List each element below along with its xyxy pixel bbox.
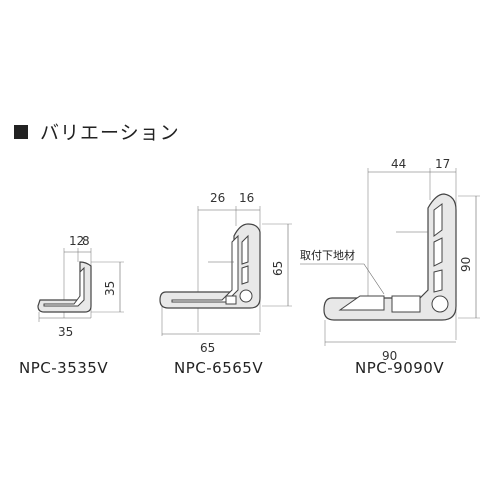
model-label: NPC-6565V	[174, 359, 263, 377]
profile-npc-9090v: 44 17 90 90 取付下地材 NPC-9090V	[300, 157, 480, 377]
dim-outer-top: 17	[435, 157, 450, 171]
model-label: NPC-3535V	[19, 359, 108, 377]
model-label: NPC-9090V	[355, 359, 444, 377]
dim-outer-top: 8	[82, 234, 90, 248]
profile-npc-6565v: 26 16 65 65 NPC-6565V	[159, 191, 292, 377]
dim-width: 90	[382, 349, 397, 363]
dim-height: 90	[459, 257, 473, 272]
profile-npc-3535v: 12 8 35 35 NPC-3535V	[19, 234, 124, 377]
dim-inner-top: 12	[69, 234, 84, 248]
heading-text: バリエーション	[40, 122, 180, 144]
heading-square-icon	[14, 124, 28, 139]
dim-width: 65	[200, 341, 215, 355]
dim-height: 35	[103, 281, 117, 296]
dim-inner-top: 44	[391, 157, 406, 171]
dim-outer-top: 16	[239, 191, 254, 205]
dim-height: 65	[271, 261, 285, 276]
section-heading: バリエーション	[14, 118, 180, 145]
dim-width: 35	[58, 325, 73, 339]
dim-inner-top: 26	[210, 191, 225, 205]
mounting-base-note: 取付下地材	[300, 248, 355, 262]
